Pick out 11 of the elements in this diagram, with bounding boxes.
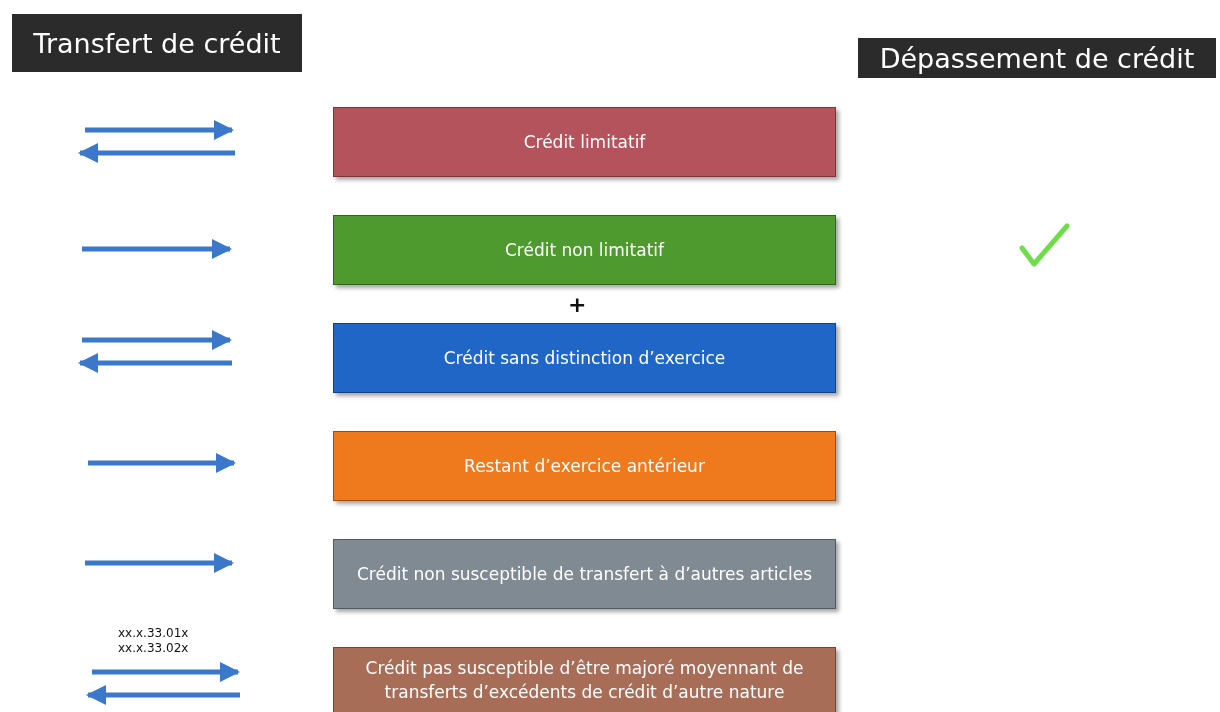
category-box: Crédit non susceptible de transfert à d’autres articles: [333, 539, 836, 609]
plus-sign: +: [568, 292, 587, 317]
code-label: xx.x.33.01x: [118, 626, 189, 640]
category-box: Crédit non limitatif: [333, 215, 836, 285]
category-box: Crédit pas susceptible d’être majoré moyennant de transferts d’excédents de crédit d’autre nature: [333, 647, 836, 712]
category-box: Restant d’exercice antérieur: [333, 431, 836, 501]
category-box: Crédit limitatif: [333, 107, 836, 177]
header-box: Dépassement de crédit: [858, 38, 1216, 78]
category-box: Crédit sans distinction d’exercice: [333, 323, 836, 393]
header-box: Transfert de crédit: [12, 14, 302, 72]
code-label: xx.x.33.02x: [118, 641, 189, 655]
